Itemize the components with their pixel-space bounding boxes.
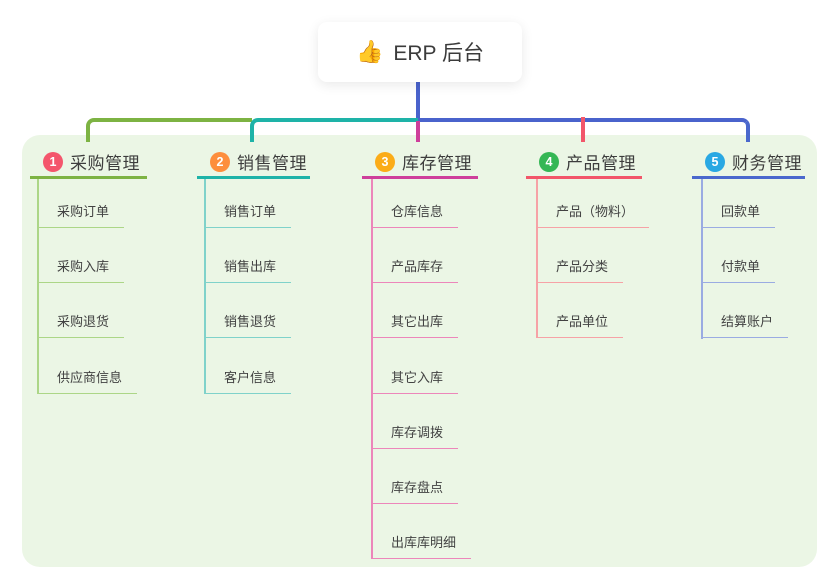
branch-badge-inventory: 3 [375,151,395,172]
spine-purchase [37,178,39,394]
node-product-category[interactable]: 产品分类 [537,258,624,283]
node-sales-return[interactable]: 销售退货 [205,313,292,338]
connector-root-drop [416,80,420,121]
spine-product [536,178,538,338]
connector-bus-sales [250,118,418,142]
node-other-outbound[interactable]: 其它出库 [372,313,459,338]
node-payment-bill[interactable]: 付款单 [702,258,776,283]
node-purchase-order[interactable]: 采购订单 [38,203,125,228]
node-settlement-account[interactable]: 结算账户 [702,313,789,338]
branch-label-product: 产品管理 [566,154,636,173]
root-title: ERP 后台 [393,42,485,65]
node-product-unit[interactable]: 产品单位 [537,313,624,338]
node-stock-transfer[interactable]: 库存调拨 [372,424,459,449]
branch-badge-finance: 5 [705,151,725,172]
spine-finance [701,178,703,339]
branch-label-finance: 财务管理 [732,154,802,173]
connector-drop-product [581,117,585,142]
node-inout-detail[interactable]: 出库库明细 [372,534,472,559]
branch-label-sales: 销售管理 [237,154,307,173]
node-product-material[interactable]: 产品（物料） [537,203,650,228]
branch-badge-product: 4 [539,151,559,172]
branch-header-sales[interactable]: 2 销售管理 [197,147,310,179]
branch-header-product[interactable]: 4 产品管理 [526,147,642,179]
branch-label-purchase: 采购管理 [70,154,140,173]
node-product-stock[interactable]: 产品库存 [372,258,459,283]
branch-badge-purchase: 1 [43,151,63,172]
branch-header-finance[interactable]: 5 财务管理 [692,147,805,179]
thumbs-up-icon: 👍 [355,39,384,64]
connector-drop-inventory [416,121,420,142]
spine-inventory [371,178,373,559]
node-purchase-inbound[interactable]: 采购入库 [38,258,125,283]
branch-label-inventory: 库存管理 [402,154,472,173]
node-purchase-return[interactable]: 采购退货 [38,313,125,338]
node-receipt-bill[interactable]: 回款单 [702,203,776,228]
node-supplier-info[interactable]: 供应商信息 [38,369,138,394]
node-warehouse-info[interactable]: 仓库信息 [372,203,459,228]
branch-header-inventory[interactable]: 3 库存管理 [362,147,478,179]
node-stock-count[interactable]: 库存盘点 [372,479,459,504]
node-other-inbound[interactable]: 其它入库 [372,369,459,394]
branch-badge-sales: 2 [210,151,230,172]
background-panel [22,135,817,567]
branch-header-purchase[interactable]: 1 采购管理 [30,147,147,179]
node-sales-outbound[interactable]: 销售出库 [205,258,292,283]
spine-sales [204,178,206,394]
root-node[interactable]: 👍 ERP 后台 [318,22,522,82]
node-customer-info[interactable]: 客户信息 [205,369,292,394]
node-sales-order[interactable]: 销售订单 [205,203,292,228]
connector-bus-purchase [86,118,252,142]
